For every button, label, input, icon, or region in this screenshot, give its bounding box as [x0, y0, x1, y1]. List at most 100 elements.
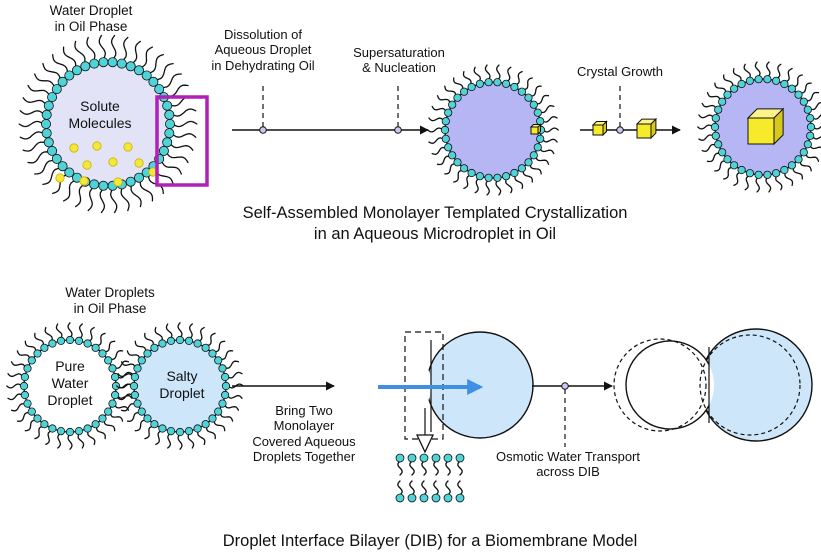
- lipid-headgroup: [453, 158, 462, 167]
- lipid-headgroup: [214, 356, 223, 365]
- lipid-tail: [10, 403, 27, 412]
- lipid-headgroup: [40, 420, 49, 429]
- lipid-headgroup: [787, 84, 797, 93]
- lipid-tail: [120, 403, 137, 412]
- solute-label: Solute Molecules: [55, 98, 145, 132]
- lipid-headgroup: [711, 131, 720, 140]
- lipid-headgroup: [745, 169, 755, 178]
- lipid-headgroup: [440, 125, 450, 135]
- bilayer-tail-lower: [457, 480, 463, 496]
- lipid-headgroup: [441, 117, 450, 126]
- lipid-tail: [144, 332, 155, 347]
- lipid-tail: [428, 117, 445, 122]
- lipid-headgroup: [23, 399, 32, 408]
- lipid-headgroup: [108, 399, 117, 408]
- droplet-nucleation: [427, 64, 559, 196]
- lipid-headgroup: [475, 79, 484, 88]
- bilayer-tail-upper: [445, 460, 451, 476]
- lipid-tail: [187, 432, 195, 449]
- lipid-tail: [103, 419, 116, 432]
- lipid-tail: [539, 105, 555, 114]
- lipid-tail: [19, 131, 45, 140]
- lipid-headgroup: [444, 143, 453, 152]
- lipid-headgroup: [133, 172, 144, 183]
- lipid-tail: [24, 340, 37, 353]
- node-nucleation: [394, 126, 402, 134]
- lipid-headgroup: [475, 172, 484, 181]
- lipid-headgroup: [57, 161, 68, 172]
- lipid-tail: [34, 159, 56, 175]
- lipid-headgroup: [27, 356, 36, 365]
- lipid-headgroup: [799, 148, 808, 157]
- lipid-headgroup: [57, 76, 68, 87]
- lipid-headgroup: [737, 79, 746, 89]
- lipid-headgroup: [184, 426, 194, 436]
- lipid-tail: [126, 350, 141, 360]
- lipid-headgroup: [448, 100, 457, 109]
- lipid-tail: [799, 82, 812, 94]
- lipid-tail: [52, 53, 69, 75]
- lipid-headgroup: [718, 148, 727, 157]
- bilayer-head-lower: [455, 493, 465, 503]
- lipid-tail: [57, 432, 62, 449]
- lipid-tail: [160, 159, 182, 175]
- lipid-headgroup: [714, 140, 723, 149]
- lipid-headgroup: [806, 122, 816, 132]
- lipid-headgroup: [184, 336, 194, 345]
- lipid-tail: [206, 332, 216, 347]
- lipid-tail: [776, 63, 782, 80]
- lipid-headgroup: [41, 109, 52, 120]
- lipid-tail: [743, 63, 751, 80]
- lipid-tail: [109, 412, 124, 422]
- lipid-tail: [117, 373, 134, 378]
- original-size-outline-right: [699, 334, 801, 436]
- lipid-headgroup: [201, 343, 210, 352]
- lipid-tail: [219, 350, 234, 361]
- lipid-headgroup: [129, 381, 139, 391]
- bilayer-head-lower: [407, 493, 417, 503]
- lipid-headgroup: [763, 75, 772, 84]
- lipid-headgroup: [175, 427, 185, 437]
- bilayer-tail-upper: [397, 460, 403, 476]
- lipid-tail: [139, 179, 154, 202]
- lipid-headgroup: [529, 100, 538, 109]
- lipid-headgroup: [33, 349, 42, 358]
- lipid-headgroup: [133, 364, 142, 373]
- lipid-tail: [197, 429, 206, 446]
- lipid-headgroup: [41, 128, 52, 139]
- bring-label-line2: Monolayer: [273, 418, 335, 434]
- bottom-caption: Droplet Interface Bilayer (DIB) for a Bi…: [180, 531, 680, 552]
- lipid-tail: [436, 95, 451, 105]
- droplets-label: Water Droplets in Oil Phase: [55, 285, 165, 317]
- lipid-tail: [427, 127, 444, 133]
- lipid-tail: [67, 322, 73, 339]
- lipid-headgroup: [20, 372, 29, 382]
- lipid-headgroup: [83, 339, 92, 348]
- lipid-headgroup: [40, 343, 49, 352]
- lipid-tail: [463, 174, 472, 190]
- lipid-headgroup: [218, 364, 227, 373]
- lipid-tail: [428, 137, 445, 144]
- lipid-headgroup: [80, 61, 91, 72]
- osmotic-label-line1: Osmotic Water Transport: [496, 449, 640, 464]
- lipid-headgroup: [98, 57, 109, 68]
- lipid-headgroup: [459, 164, 469, 173]
- lipid-tail: [86, 36, 96, 62]
- lipid-headgroup: [65, 427, 75, 437]
- lipid-headgroup: [23, 364, 32, 373]
- pure-water-label-line2: Water: [51, 374, 89, 391]
- lipid-tail: [506, 66, 512, 83]
- lipid-tail: [744, 174, 750, 191]
- lipid-tail: [522, 169, 533, 183]
- lipid-tail: [505, 177, 513, 194]
- lipid-headgroup: [64, 167, 75, 178]
- lipid-headgroup: [467, 168, 476, 178]
- lipid-tail: [766, 61, 771, 78]
- lipid-tail: [121, 36, 129, 62]
- lipid-headgroup: [125, 61, 136, 72]
- lipid-headgroup: [72, 65, 83, 76]
- bilayer-tail-lower: [421, 480, 427, 496]
- lipid-tail: [22, 97, 47, 106]
- lipid-tail: [444, 85, 457, 97]
- lipid-tail: [16, 350, 31, 360]
